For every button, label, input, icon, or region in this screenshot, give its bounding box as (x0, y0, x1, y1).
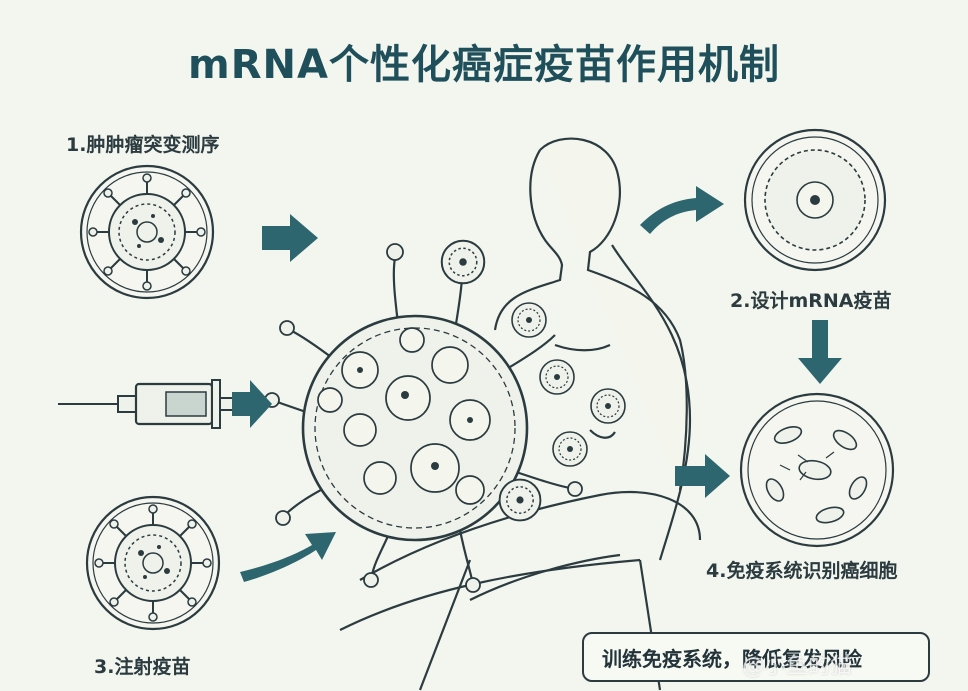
page-title: mRNA个性化癌症疫苗作用机制 (188, 42, 780, 88)
step-4-label: 4.免疫系统识别癌细胞 (706, 560, 898, 582)
virus-icon (88, 173, 206, 291)
summary-box: 训练免疫系统，降低复发风险 (582, 632, 930, 682)
virus-icon (94, 504, 212, 622)
arrow-icon (640, 186, 724, 234)
flow-arrows (232, 186, 842, 582)
human-figure-icon (339, 137, 702, 691)
sequencing-sample-icon (79, 164, 215, 300)
watermark: @小鱼的猫 (742, 654, 853, 679)
step-3-label: 3.注射疫苗 (94, 656, 191, 678)
arrow-icon (232, 380, 272, 428)
step-1-label: 1.肿肿瘤突变测序 (66, 134, 220, 156)
immune-recognition-sample-icon (739, 392, 895, 548)
tumor-cell-icon (264, 243, 583, 593)
summary-text: 训练免疫系统，降低复发风险 (602, 646, 862, 671)
arrow-icon (798, 320, 842, 384)
step-2-label: 2.设计mRNA疫苗 (730, 290, 892, 312)
syringe-icon (58, 379, 249, 429)
arrow-icon (262, 214, 318, 262)
vaccine-sample-icon (85, 495, 221, 631)
arrow-icon (675, 454, 730, 498)
arrow-icon (240, 532, 336, 582)
mrna-design-sample-icon (743, 128, 887, 272)
